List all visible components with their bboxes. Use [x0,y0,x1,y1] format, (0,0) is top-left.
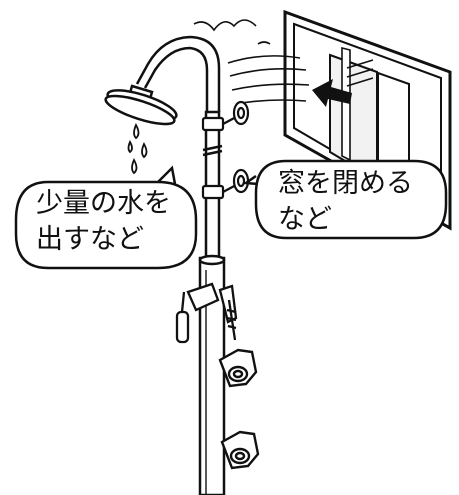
right-callout-bubble [242,159,448,240]
shower-pipe [135,35,221,112]
water-drop-icon [127,122,148,175]
left-callout-bubble [14,165,198,270]
left-callout-line-1: 少量の水を [36,188,171,219]
arrow-left-icon [312,79,352,107]
faucet-icon [175,282,238,344]
right-callout-line-2: など [278,204,332,235]
wind-lines-icon [193,19,310,105]
left-callout-line-2: 出すなど [36,224,144,255]
pole-clamp-upper [201,100,250,132]
shower-head-icon [104,84,178,126]
valve-icon [218,348,260,470]
left-callout-text: 少量の水を 出すなど [36,186,171,258]
right-callout-line-1: 窓を閉める [278,168,413,199]
right-callout-text: 窓を閉める など [278,166,413,238]
